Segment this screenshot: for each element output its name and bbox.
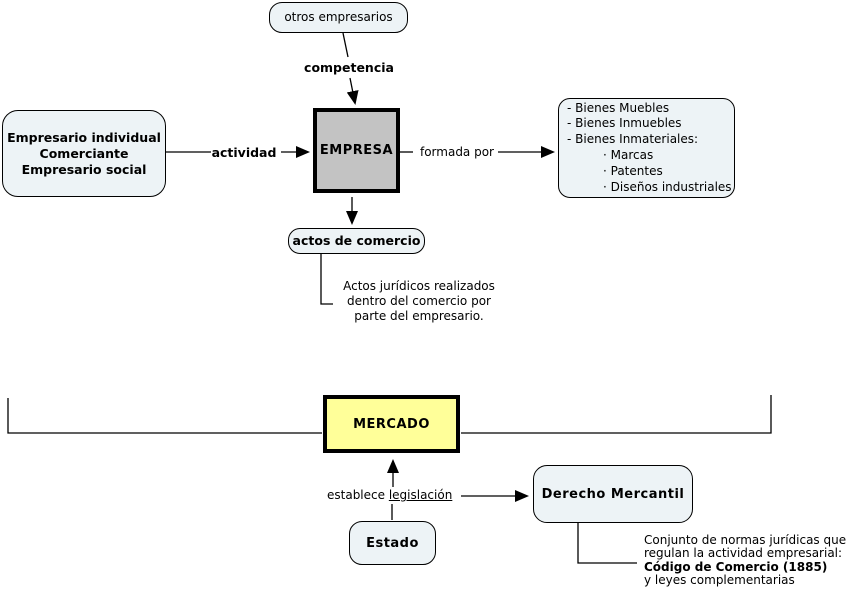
edge-label-establece-legislacion: establece legislación (327, 488, 461, 502)
node-label: Estado (366, 535, 419, 551)
node-actos-de-comercio[interactable]: actos de comercio (288, 228, 425, 254)
node-label: MERCADO (353, 416, 430, 432)
bracket-right-mercado (461, 395, 772, 434)
note-line: y leyes complementarias (644, 573, 795, 588)
note-line: parte del empresario. (354, 309, 484, 323)
list-item: · Patentes (603, 163, 663, 178)
note-line: Actos jurídicos realizados (343, 279, 495, 293)
note-line: dentro del comercio por (347, 294, 491, 308)
edge-label-formada-por: formada por (419, 145, 494, 159)
node-label-line: Empresario social (21, 161, 147, 177)
node-mercado[interactable]: MERCADO (323, 395, 460, 453)
list-item: - Bienes Inmuebles (567, 116, 682, 131)
arrow-competencia-to-empresa (346, 77, 359, 105)
list-item: - Bienes Muebles (567, 100, 670, 115)
node-label: actos de comercio (292, 233, 421, 248)
node-label: EMPRESA (319, 143, 394, 158)
edge-otros-to-competencia (342, 32, 349, 58)
list-item: · Diseños industriales (603, 179, 732, 194)
establece-text: establece (327, 488, 389, 502)
connector-actos-note (320, 254, 333, 305)
list-item: · Marcas (603, 148, 654, 162)
edge-label-competencia: competencia (304, 60, 394, 75)
node-otros-empresarios[interactable]: otros empresarios (269, 2, 408, 33)
legislacion-link-text[interactable]: legislación (388, 488, 453, 502)
node-empresa[interactable]: EMPRESA (313, 108, 400, 193)
list-item: - Bienes Inmateriales: (567, 132, 699, 147)
node-derecho-mercantil[interactable]: Derecho Mercantil (533, 465, 693, 523)
note-line-bold: Código de Comercio (1885) (644, 559, 828, 574)
note-line: Conjunto de normas jurídicas que (644, 533, 847, 547)
connector-derecho-note (577, 523, 637, 564)
note-actos: Actos jurídicos realizados dentro del co… (340, 279, 498, 324)
edge-label-actividad: actividad (211, 145, 277, 160)
node-label-line: Comerciante (39, 145, 129, 161)
node-label: otros empresarios (284, 9, 393, 24)
note-derecho: Conjunto de normas jurídicas que regulan… (644, 533, 860, 588)
bracket-left-mercado (7, 398, 322, 434)
note-line: regulan la actividad empresarial: (644, 546, 843, 561)
node-bienes[interactable]: - Bienes Muebles - Bienes Inmuebles - Bi… (558, 98, 735, 198)
node-estado[interactable]: Estado (349, 521, 436, 565)
node-empresarios[interactable]: Empresario individual Comerciante Empres… (2, 110, 166, 197)
node-label-line: Empresario individual (7, 129, 161, 145)
node-label: Derecho Mercantil (541, 486, 685, 502)
